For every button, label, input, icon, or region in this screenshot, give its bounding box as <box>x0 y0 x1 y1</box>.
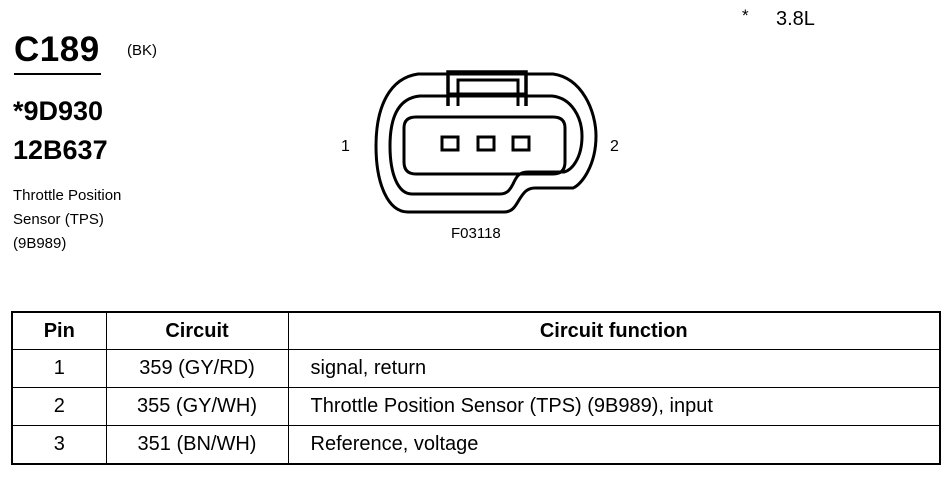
circuit-cell: 355 (GY/WH) <box>105 387 289 426</box>
component-description-line: Sensor (TPS) <box>13 211 104 228</box>
connector-face-diagram <box>374 70 598 214</box>
connector-housing-outer <box>374 72 598 214</box>
function-cell: Reference, voltage <box>287 425 941 465</box>
header-circuit-function: Circuit function <box>287 311 941 350</box>
connector-color: (BK) <box>127 42 157 59</box>
table-row: 2 355 (GY/WH) Throttle Position Sensor (… <box>11 387 941 426</box>
pin-circuit-table: Pin Circuit Circuit function 1 359 (GY/R… <box>11 311 941 465</box>
component-description-line: Throttle Position <box>13 187 122 204</box>
header-pin: Pin <box>11 311 107 350</box>
pin-cell: 2 <box>11 387 107 426</box>
engine-label: 3.8L <box>776 8 815 30</box>
component-description-line: (9B989) <box>13 235 67 252</box>
pin-label-1: 1 <box>341 138 350 155</box>
header-circuit: Circuit <box>105 311 289 350</box>
pin-cell: 1 <box>11 349 107 388</box>
terminal-2 <box>476 135 496 152</box>
figure-id: F03118 <box>451 225 501 242</box>
terminal-cavity-frame <box>402 115 567 176</box>
pin-label-2: 2 <box>610 138 619 155</box>
table-row: 3 351 (BN/WH) Reference, voltage <box>11 425 941 465</box>
function-cell: Throttle Position Sensor (TPS) (9B989), … <box>287 387 941 426</box>
terminal-1 <box>440 135 460 152</box>
terminal-3 <box>511 135 531 152</box>
circuit-cell: 359 (GY/RD) <box>105 349 289 388</box>
function-cell: signal, return <box>287 349 941 388</box>
pin-cell: 3 <box>11 425 107 465</box>
connector-id-underline <box>14 73 101 75</box>
table-header-row: Pin Circuit Circuit function <box>11 311 941 350</box>
part-number: 12B637 <box>13 135 108 165</box>
table-row: 1 359 (GY/RD) signal, return <box>11 349 941 388</box>
locking-tab <box>446 70 528 106</box>
connector-housing-inner <box>388 94 584 196</box>
circuit-cell: 351 (BN/WH) <box>105 425 289 465</box>
part-number: *9D930 <box>13 96 104 126</box>
engine-marker: * <box>742 6 749 25</box>
connector-id: C189 <box>14 30 100 69</box>
